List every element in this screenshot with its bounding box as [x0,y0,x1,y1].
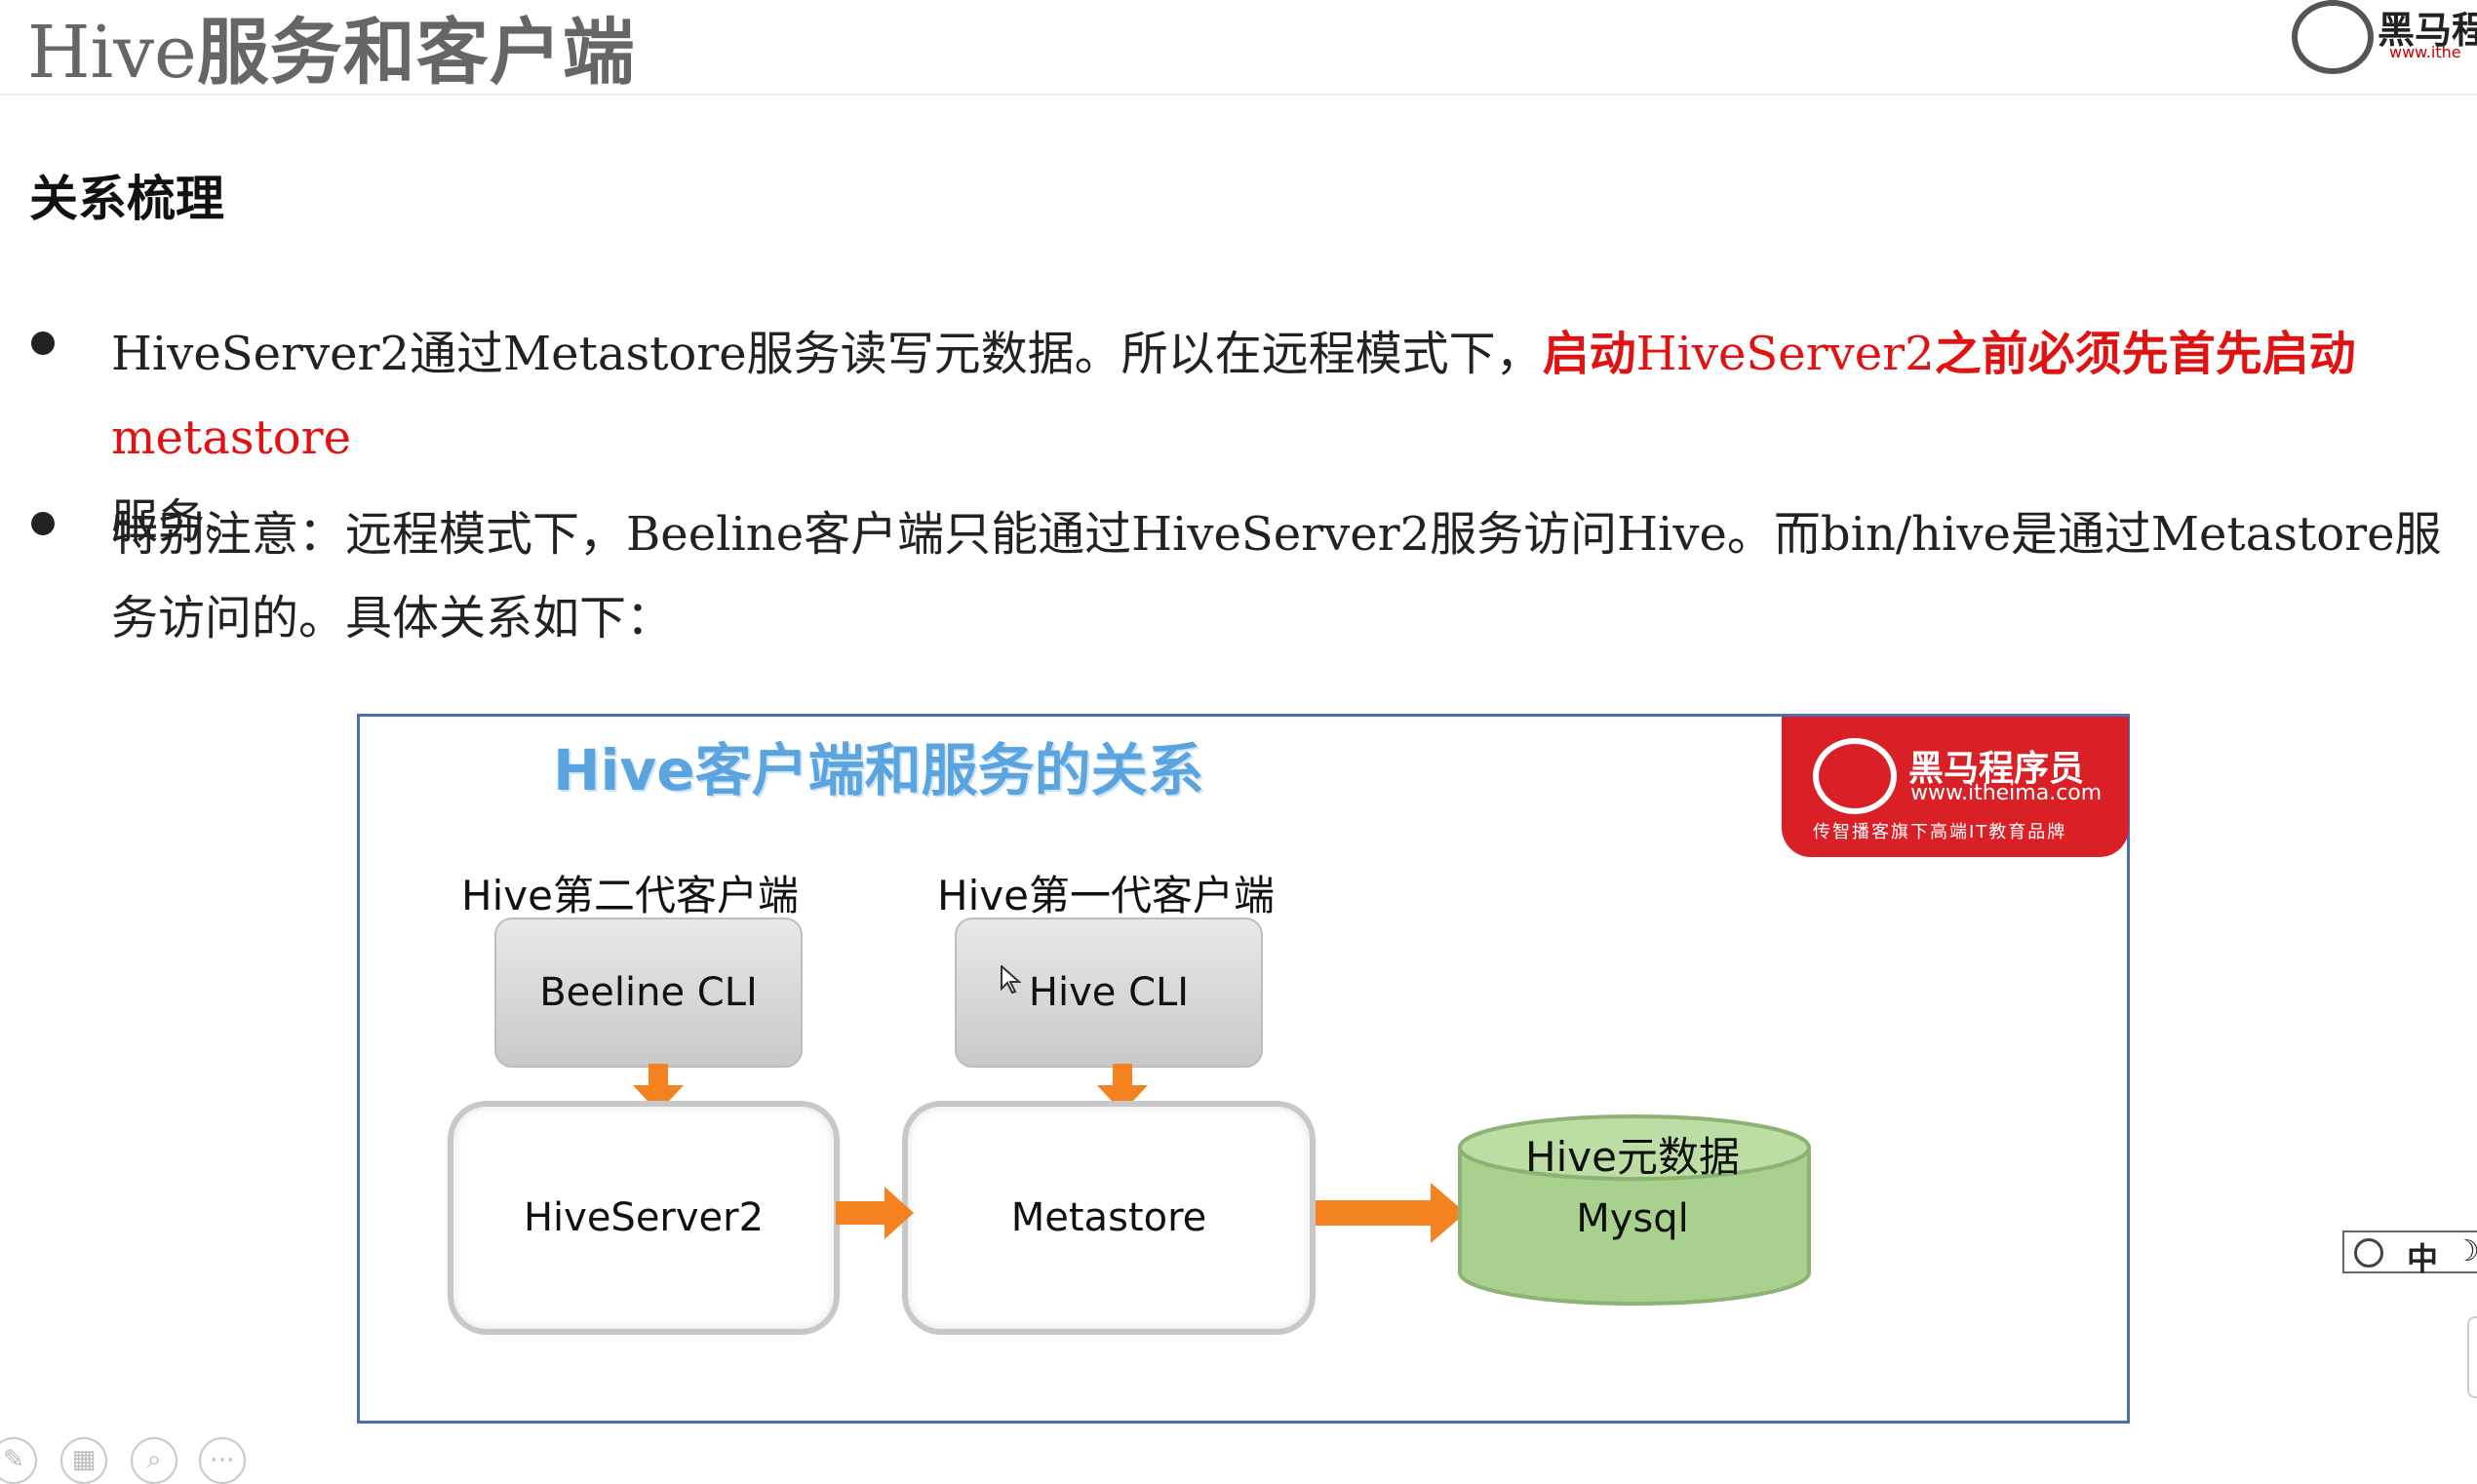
b2-t7: 。而 [1726,507,1821,562]
b2-t4: HiveServer2 [1131,507,1431,562]
grid-icon[interactable]: ▦ [60,1437,107,1484]
b1-t4: 服务读写元数据。所以在远程模式下， [746,327,1543,381]
b2-t9: 是通过 [2010,507,2151,562]
client2-label: Hive第二代客户端 [461,872,799,919]
brand-badge: 黑马程序员 www.itheima.com 传智播客旗下高端IT教育品牌 [1782,717,2129,857]
pen-icon[interactable]: ✎ [0,1437,37,1484]
b2-t1: 特别注意：远程模式下， [111,507,627,562]
b2-t11: 服务访问的。具体关系如下： [111,507,2442,645]
b1-r1: 启动 [1542,327,1636,381]
arrow-right-icon [1316,1183,1466,1243]
brand-name: 黑马程序员 [1908,749,2085,789]
b2-t6: Hive [1617,507,1727,562]
ime-indicator[interactable]: 中 ☽ [2342,1230,2477,1277]
b2-t2: Beeline [626,507,805,562]
diagram-title: Hive客户端和服务的关系 [553,737,1204,803]
logo-corner: 黑马程 www.ithe [2292,0,2477,74]
b1-r3: 之前必须先首先启动 [1934,327,2356,381]
slide-title: Hive服务和客户端 [27,0,636,98]
metadata-label: Hive元数据 [1525,1133,1740,1181]
arrow-down-icon [1097,1064,1148,1113]
b1-r2: HiveServer2 [1635,327,1935,381]
hiveserver2-box: HiveServer2 [448,1101,840,1335]
bullet-dot-icon [31,512,55,535]
b1-t5: 服务。 [111,494,253,549]
b1-t2: 通过 [409,327,503,381]
b2-t3: 客户端只能通过 [804,507,1132,562]
relationship-diagram: Hive客户端和服务的关系 黑马程序员 www.itheima.com 传智播客… [357,714,2130,1424]
b2-t10: Metastore [2150,507,2395,562]
b2-t8: bin/hive [1820,507,2011,562]
b1-t3: Metastore [503,327,747,381]
bullet-2-text: 特别注意：远程模式下，Beeline客户端只能通过HiveServer2服务访问… [111,492,2471,660]
beeline-cli-box: Beeline CLI [494,918,803,1068]
client1-label: Hive第一代客户端 [937,872,1275,919]
zoom-icon[interactable]: ⌕ [131,1437,177,1484]
b1-r4: metastore [111,410,351,465]
title-bar: Hive服务和客户端 黑马程 www.ithe [0,0,2477,96]
more-icon[interactable]: ⋯ [199,1437,246,1484]
metastore-box: Metastore [902,1101,1316,1335]
b1-t1: HiveServer2 [111,327,410,381]
ime-lang: 中 [2407,1240,2439,1277]
bullet-1-text: HiveServer2通过Metastore服务读写元数据。所以在远程模式下，启… [111,312,2471,564]
title-rest: 服务和客户端 [196,11,636,95]
logo-text: 黑马程 [2378,9,2477,52]
presentation-toolbar: ✎ ▦ ⌕ ⋯ [0,1433,273,1484]
arrow-down-icon [633,1064,684,1113]
section-heading: 关系梳理 [29,171,224,227]
ime-logo-icon [2354,1238,2383,1268]
title-prefix: Hive [27,11,197,95]
logo-url: www.ithe [2389,43,2461,61]
horse-logo-icon [2292,0,2374,74]
moon-icon: ☽ [2454,1234,2477,1269]
hive-cli-box: Hive CLI [955,918,1263,1068]
mysql-label: Mysql [1576,1196,1689,1241]
arrow-right-icon [836,1187,914,1239]
bullet-dot-icon [31,332,55,355]
side-panel-handle[interactable] [2467,1316,2477,1398]
mouse-cursor-icon [1001,965,1022,995]
horse-logo-icon [1813,738,1897,814]
brand-url: www.itheima.com [1910,781,2103,805]
database-cylinder-icon [1458,1114,1811,1306]
brand-slogan: 传智播客旗下高端IT教育品牌 [1813,822,2067,842]
b2-t5: 服务访问 [1430,507,1618,562]
